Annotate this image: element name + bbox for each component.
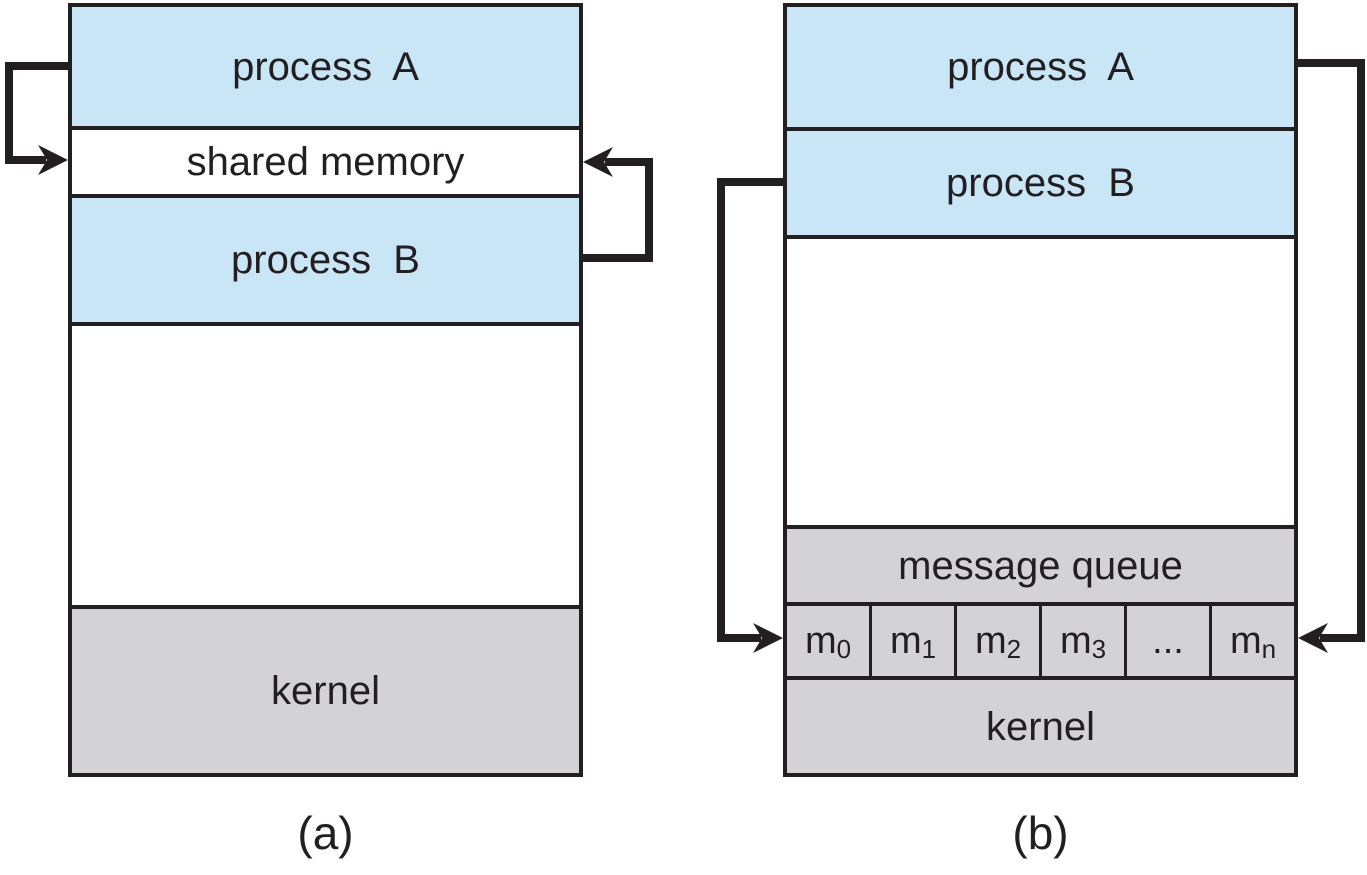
- arrow-process-a-to-queue: [1298, 59, 1365, 653]
- queue-cell-ellipsis: ...: [1124, 606, 1209, 676]
- caption-b: (b): [1012, 807, 1069, 859]
- caption-a: (a): [297, 807, 354, 859]
- arrow-process-b-to-shared-memory: [583, 147, 653, 262]
- empty-user-space: [72, 322, 579, 605]
- empty-user-space: [787, 235, 1294, 525]
- process-a-box: process A: [72, 7, 579, 126]
- arrow-process-b-to-queue: [717, 178, 783, 653]
- kernel-box: kernel: [787, 676, 1294, 773]
- message-queue-box: message queue: [787, 525, 1294, 602]
- process-b-box: process B: [787, 127, 1294, 235]
- kernel-box: kernel: [72, 605, 579, 773]
- process-b-box: process B: [72, 194, 579, 322]
- arrow-process-a-to-shared-memory: [5, 62, 68, 175]
- shared-memory-box: shared memory: [72, 126, 579, 194]
- shared-memory-diagram: process A shared memory process B kernel: [68, 3, 583, 777]
- process-a-box: process A: [787, 7, 1294, 127]
